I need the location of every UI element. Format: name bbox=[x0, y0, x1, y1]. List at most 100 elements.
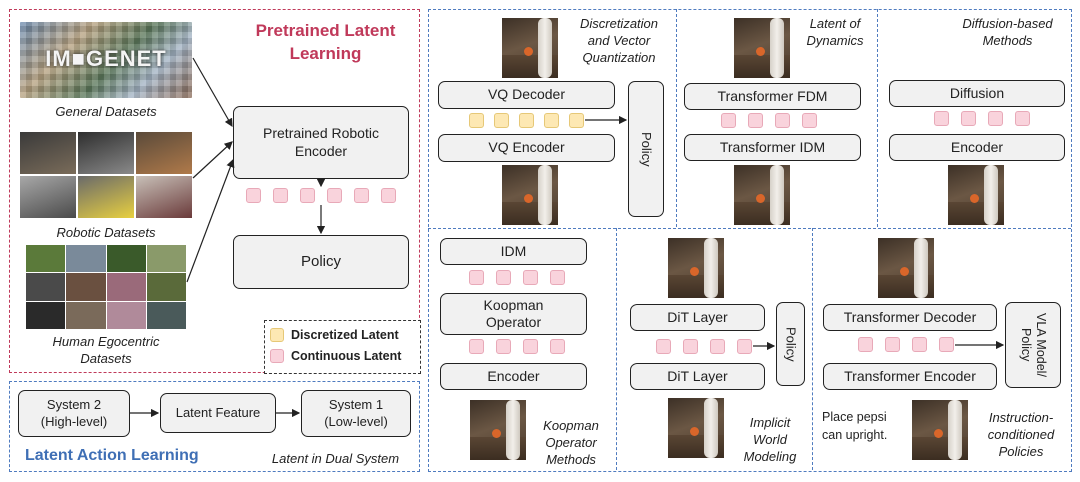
divider-top-1 bbox=[676, 9, 677, 227]
latent-token bbox=[683, 339, 698, 354]
latent-token bbox=[721, 113, 736, 128]
latent-token bbox=[300, 188, 315, 203]
latent-token bbox=[523, 339, 538, 354]
transformer-encoder-box: Transformer Encoder bbox=[823, 363, 997, 390]
discrete-token bbox=[569, 113, 584, 128]
legend-continuous-label: Continuous Latent bbox=[291, 349, 402, 363]
vq-policy-label: Policy bbox=[639, 131, 655, 167]
discrete-token bbox=[469, 113, 484, 128]
latent-token bbox=[1015, 111, 1030, 126]
pretrained-title: Pretrained Latent Learning bbox=[255, 21, 396, 63]
latent-feature-box: Latent Feature bbox=[160, 393, 276, 433]
robot-image bbox=[668, 238, 724, 298]
latent-token bbox=[858, 337, 873, 352]
latent-token bbox=[496, 270, 511, 285]
divider-horizontal bbox=[428, 228, 1071, 229]
diffusion-box: Diffusion bbox=[889, 80, 1065, 107]
system1-box: System 1 (Low-level) bbox=[301, 390, 411, 437]
divider-bottom-1 bbox=[616, 228, 617, 470]
implicit-caption: Implicit World Modeling bbox=[743, 415, 797, 464]
instruction-caption: Instruction-conditioned Policies bbox=[987, 410, 1055, 459]
latent-token bbox=[961, 111, 976, 126]
latent-token bbox=[469, 339, 484, 354]
human-egocentric-image bbox=[26, 245, 186, 329]
latent-token bbox=[656, 339, 671, 354]
robot-image bbox=[668, 398, 724, 458]
latent-token bbox=[737, 339, 752, 354]
arrow-human-to-encoder bbox=[186, 158, 235, 283]
koopman-operator-box: Koopman Operator bbox=[440, 293, 587, 335]
robot-image bbox=[502, 165, 558, 225]
discrete-token bbox=[544, 113, 559, 128]
latent-token bbox=[885, 337, 900, 352]
robot-image bbox=[470, 400, 526, 460]
legend-box bbox=[264, 320, 421, 374]
arrow-robotic-to-encoder bbox=[192, 141, 233, 179]
arrow-general-to-encoder bbox=[192, 57, 233, 128]
divider-bottom-2 bbox=[812, 228, 813, 470]
dual-system-caption: Latent in Dual System bbox=[271, 451, 400, 466]
diffusion-caption: Diffusion-based Methods bbox=[962, 16, 1053, 48]
robot-image bbox=[912, 400, 968, 460]
robot-image bbox=[734, 165, 790, 225]
pretrained-policy-box: Policy bbox=[233, 235, 409, 289]
implicit-policy-label: Policy bbox=[783, 326, 799, 362]
legend-continuous-swatch bbox=[270, 349, 284, 363]
latent-token bbox=[802, 113, 817, 128]
latent-token bbox=[246, 188, 261, 203]
robotic-datasets-caption: Robotic Datasets bbox=[56, 225, 156, 240]
koopman-encoder-box: Encoder bbox=[440, 363, 587, 390]
methods-region bbox=[428, 9, 1072, 472]
diffusion-encoder-box: Encoder bbox=[889, 134, 1065, 161]
robot-image bbox=[948, 165, 1004, 225]
legend-discretized-label: Discretized Latent bbox=[291, 328, 399, 342]
pretrained-region bbox=[9, 9, 420, 373]
dynamics-caption: Latent of Dynamics bbox=[806, 16, 864, 48]
latent-token bbox=[523, 270, 538, 285]
general-datasets-caption: General Datasets bbox=[55, 104, 157, 119]
koopman-idm-box: IDM bbox=[440, 238, 587, 265]
robot-image bbox=[734, 18, 790, 78]
latent-token bbox=[381, 188, 396, 203]
latent-token bbox=[273, 188, 288, 203]
latent-token bbox=[939, 337, 954, 352]
imagenet-image: IM■GENET bbox=[20, 22, 192, 98]
latent-token bbox=[748, 113, 763, 128]
transformer-idm-box: Transformer IDM bbox=[684, 134, 861, 161]
dit-layer-bottom-box: DiT Layer bbox=[630, 363, 765, 390]
system2-box: System 2 (High-level) bbox=[18, 390, 130, 437]
latent-token bbox=[934, 111, 949, 126]
latent-token bbox=[710, 339, 725, 354]
human-datasets-caption: Human Egocentric Datasets bbox=[52, 334, 160, 366]
latent-token bbox=[775, 113, 790, 128]
transformer-fdm-box: Transformer FDM bbox=[684, 83, 861, 110]
imagenet-logo: IM■GENET bbox=[45, 46, 167, 71]
vq-caption: Discretization and Vector Quantization bbox=[579, 16, 659, 65]
latent-action-title: Latent Action Learning bbox=[25, 447, 199, 464]
discrete-token bbox=[494, 113, 509, 128]
latent-token bbox=[354, 188, 369, 203]
latent-token bbox=[496, 339, 511, 354]
koopman-caption: Koopman Operator Methods bbox=[543, 418, 599, 467]
latent-token bbox=[469, 270, 484, 285]
vla-policy-box: VLA Model/ Policy bbox=[1005, 302, 1061, 388]
instruction-prompt: Place pepsi can upright. bbox=[822, 410, 888, 442]
vq-decoder-box: VQ Decoder bbox=[438, 81, 615, 109]
latent-action-region bbox=[9, 381, 420, 472]
pretrained-encoder-box: Pretrained Robotic Encoder bbox=[233, 106, 409, 179]
vq-policy-box: Policy bbox=[628, 81, 664, 217]
robotic-datasets-image bbox=[20, 132, 192, 218]
vq-encoder-box: VQ Encoder bbox=[438, 134, 615, 162]
discrete-token bbox=[519, 113, 534, 128]
divider-top-2 bbox=[877, 9, 878, 227]
robot-image bbox=[878, 238, 934, 298]
latent-token bbox=[988, 111, 1003, 126]
latent-token bbox=[550, 339, 565, 354]
legend-discretized-swatch bbox=[270, 328, 284, 342]
dit-layer-top-box: DiT Layer bbox=[630, 304, 765, 331]
robot-image bbox=[502, 18, 558, 78]
transformer-decoder-box: Transformer Decoder bbox=[823, 304, 997, 331]
latent-token bbox=[327, 188, 342, 203]
vla-policy-label: VLA Model/ Policy bbox=[1019, 313, 1048, 377]
